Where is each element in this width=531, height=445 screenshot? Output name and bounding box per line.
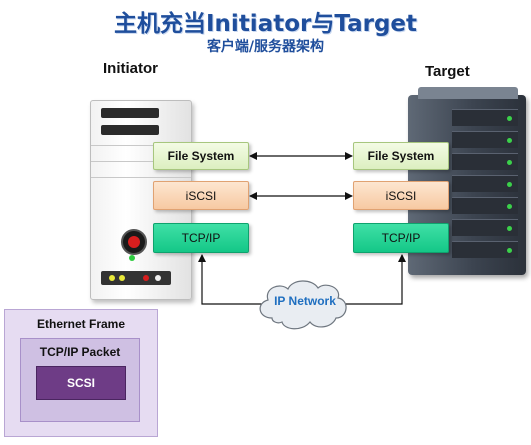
initiator-iscsi-layer: iSCSI bbox=[153, 181, 249, 210]
scsi-box bbox=[36, 366, 126, 400]
ethernet-frame-label: Ethernet Frame bbox=[36, 317, 126, 331]
initiator-file-system-layer: File System bbox=[153, 142, 249, 170]
target-tcp-ip-layer: TCP/IP bbox=[353, 223, 449, 253]
ip-network-label: IP Network bbox=[274, 294, 336, 308]
desktop-tower-icon bbox=[90, 100, 192, 300]
target-file-system-layer: File System bbox=[353, 142, 449, 170]
scsi-label: SCSI bbox=[66, 376, 95, 390]
tcp-ip-packet-label: TCP/IP Packet bbox=[39, 345, 121, 359]
target-iscsi-layer: iSCSI bbox=[353, 181, 449, 210]
initiator-tcp-ip-layer: TCP/IP bbox=[153, 223, 249, 253]
diagram-subtitle: 客户端/服务器架构 bbox=[206, 39, 325, 55]
target-network-link bbox=[343, 254, 406, 305]
initiator-label: Initiator bbox=[103, 60, 158, 77]
power-button-icon bbox=[121, 229, 147, 255]
diagram-title: 主机充当Initiator与Target bbox=[114, 11, 417, 37]
initiator-network-link bbox=[198, 254, 268, 305]
cloud-icon bbox=[259, 280, 347, 330]
target-label: Target bbox=[425, 63, 470, 80]
